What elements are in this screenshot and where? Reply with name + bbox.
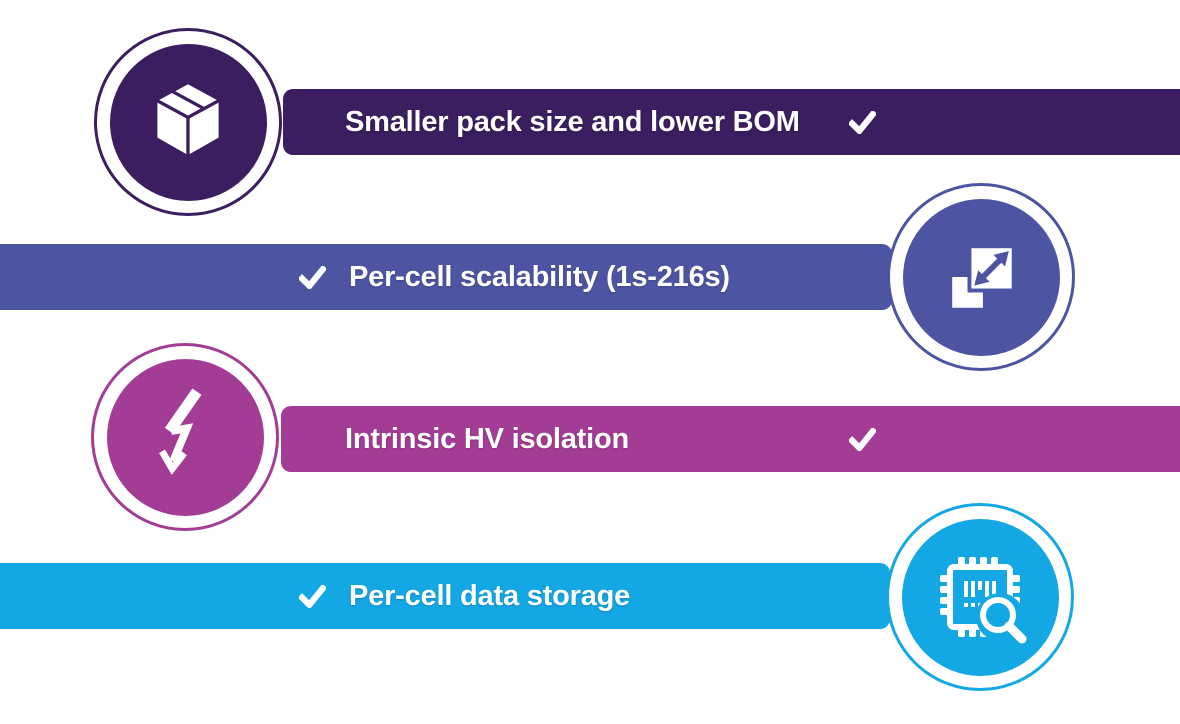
chip-magnifier-icon <box>940 557 1027 644</box>
feature-badge <box>91 343 279 531</box>
feature-label: Per-cell data storage <box>349 579 631 612</box>
lightning-bolt-icon <box>159 387 202 475</box>
feature-bar: Per-cell data storage <box>0 563 890 629</box>
check-icon <box>299 563 326 629</box>
feature-badge <box>886 503 1074 691</box>
feature-label: Smaller pack size and lower BOM <box>345 105 800 138</box>
feature-badge <box>887 183 1075 371</box>
feature-bar: Smaller pack size and lower BOM <box>283 89 1180 155</box>
feature-bar: Intrinsic HV isolation <box>281 406 1180 472</box>
package-box-icon <box>154 80 222 159</box>
feature-bar: Per-cell scalability (1s-216s) <box>0 244 892 310</box>
check-icon <box>849 89 876 155</box>
feature-label: Intrinsic HV isolation <box>345 422 630 455</box>
feature-badge <box>94 28 282 216</box>
feature-label: Per-cell scalability (1s-216s) <box>349 260 730 293</box>
check-icon <box>849 406 876 472</box>
expand-scale-icon <box>952 244 1016 308</box>
check-icon <box>299 244 326 310</box>
